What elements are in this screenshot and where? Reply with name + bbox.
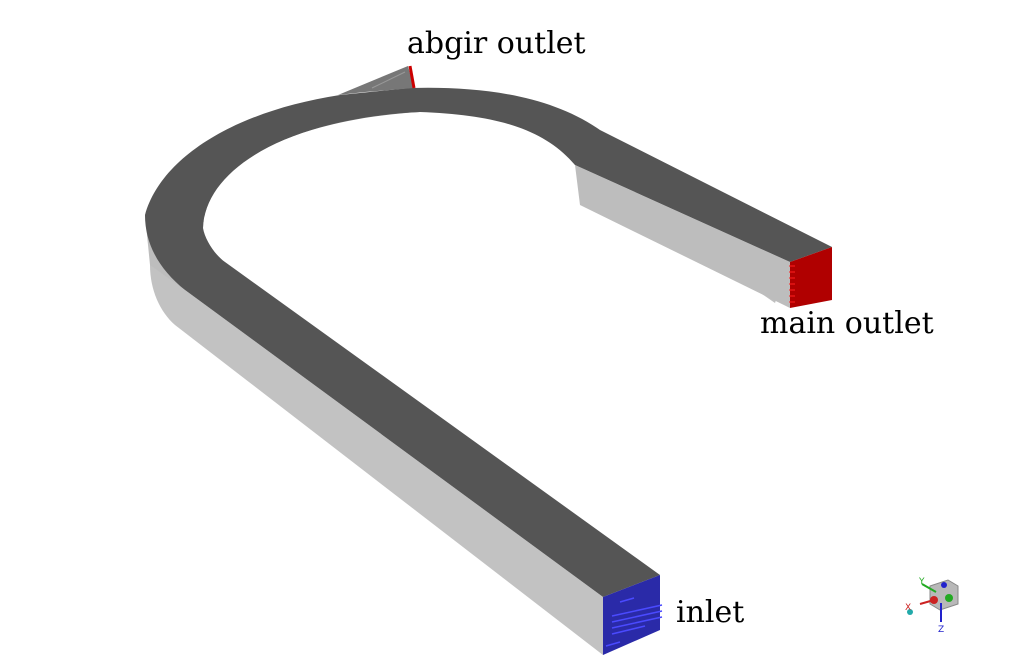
inlet-label: inlet [676, 595, 745, 630]
main-outlet-vectors [789, 265, 795, 303]
triad-z-axis-icon [945, 594, 953, 602]
abgir-outlet-boundary [408, 65, 416, 89]
triad-z-label: Z [938, 625, 944, 635]
triad-y-label: Y [918, 577, 925, 587]
triad-x-label: X [905, 603, 911, 613]
left-leg-side-wall [150, 265, 603, 655]
inlet-vectors [605, 597, 663, 647]
orientation-triad[interactable]: Y X Z [905, 577, 959, 635]
abgir-branch-nozzle [338, 66, 414, 95]
abgir-outlet-label: abgir outlet [407, 26, 586, 61]
right-leg-side-wall [575, 165, 790, 308]
triad-y-axis-icon [941, 582, 947, 588]
main-outlet-face [790, 247, 832, 308]
abgir-branch-edge [371, 71, 406, 89]
duct-top-face [145, 87, 832, 597]
main-outlet-label: main outlet [760, 306, 934, 341]
inlet-face [603, 575, 660, 655]
